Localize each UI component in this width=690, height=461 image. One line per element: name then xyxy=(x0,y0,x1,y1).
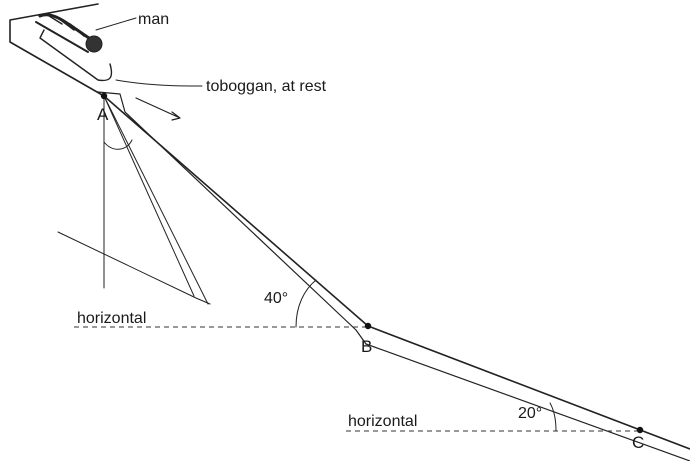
man-label: man xyxy=(138,11,169,28)
angle-arc-20 xyxy=(549,402,557,432)
point-b-dot xyxy=(364,322,372,330)
angle-arc-at-a xyxy=(103,139,133,150)
angle-40-label: 40° xyxy=(264,290,288,307)
man-figure xyxy=(35,13,103,53)
horizontal-label-upper: horizontal xyxy=(77,310,146,327)
motion-arrow xyxy=(135,97,181,121)
lower-slope-underside xyxy=(365,343,690,461)
angle-arc-40 xyxy=(295,279,317,328)
construction-line-a-3 xyxy=(57,231,211,305)
man-leader-line xyxy=(95,17,137,31)
point-a-dot xyxy=(100,92,108,100)
hill-top-ledge xyxy=(9,3,105,97)
lower-slope-surface xyxy=(367,325,690,450)
construction-line-a-1 xyxy=(103,95,195,297)
upper-slope-underside xyxy=(97,91,367,345)
point-b-label: B xyxy=(361,337,372,356)
construction-line-a-2 xyxy=(103,95,209,305)
angle-20-label: 20° xyxy=(518,405,542,422)
point-c-label: C xyxy=(632,433,644,452)
point-c-dot xyxy=(636,426,644,434)
toboggan-label: toboggan, at rest xyxy=(206,78,327,95)
point-a-label: A xyxy=(97,105,109,124)
upper-slope-surface xyxy=(103,95,369,327)
toboggan-shape xyxy=(39,29,113,82)
toboggan-leader-line xyxy=(115,79,203,87)
horizontal-label-lower: horizontal xyxy=(348,413,417,430)
